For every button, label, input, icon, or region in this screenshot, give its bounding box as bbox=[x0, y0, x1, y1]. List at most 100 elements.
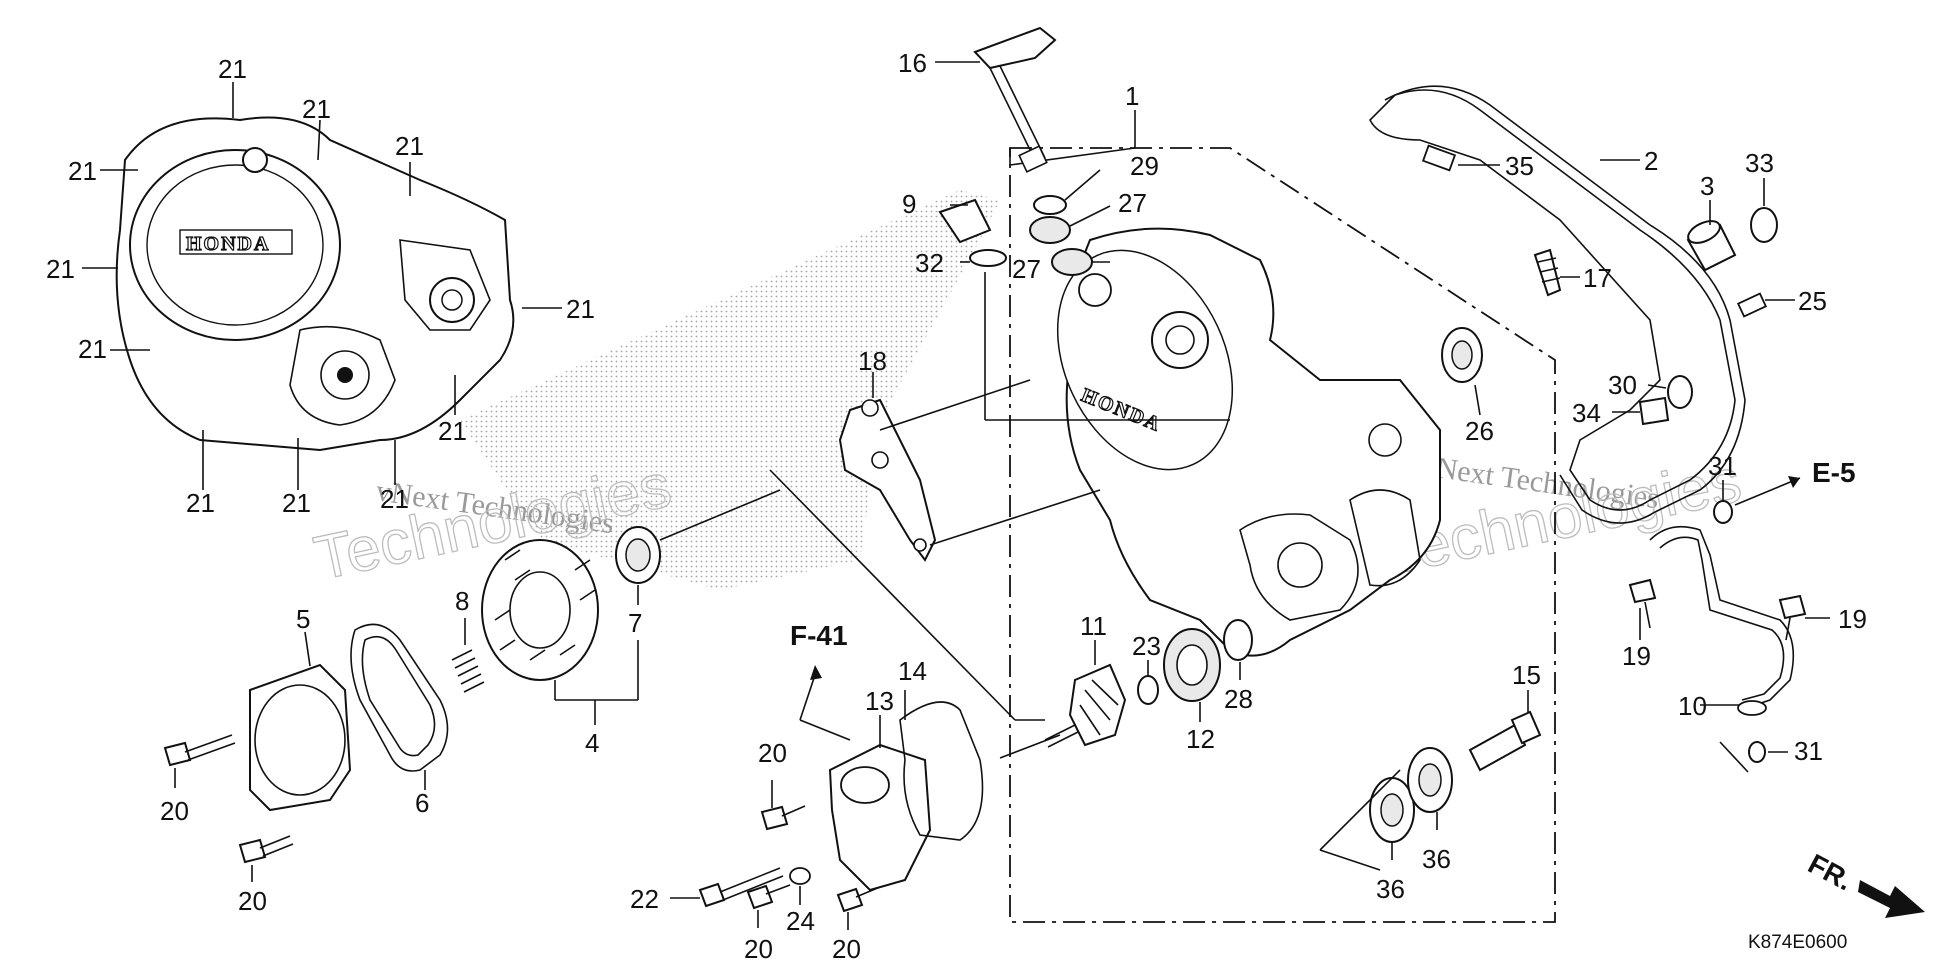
callout-23: 23 bbox=[1132, 631, 1161, 661]
callout-21: 21 bbox=[186, 488, 215, 518]
callout-19: 19 bbox=[1622, 641, 1651, 671]
part-34-dowel bbox=[1638, 396, 1670, 426]
callout-31: 31 bbox=[1794, 736, 1823, 766]
callout-20: 20 bbox=[832, 934, 861, 964]
callout-2: 2 bbox=[1644, 146, 1658, 176]
callout-32: 32 bbox=[915, 248, 944, 278]
part-19-bolt bbox=[1778, 594, 1807, 641]
callout-21: 21 bbox=[302, 94, 331, 124]
part-20-bolt bbox=[746, 884, 791, 910]
callout-13: 13 bbox=[865, 686, 894, 716]
callout-12: 12 bbox=[1186, 724, 1215, 754]
left-crankcase-cover: HONDA bbox=[115, 116, 515, 452]
callout-17: 17 bbox=[1583, 263, 1612, 293]
part-31-washer bbox=[1713, 500, 1733, 524]
part-4-filter-element bbox=[481, 539, 599, 681]
part-25-dowel bbox=[1736, 292, 1768, 318]
callout-3: 3 bbox=[1700, 171, 1714, 201]
front-direction-label: FR. bbox=[1803, 848, 1857, 897]
callout-20: 20 bbox=[238, 886, 267, 916]
callout-28: 28 bbox=[1224, 684, 1253, 714]
callout-29: 29 bbox=[1130, 151, 1159, 181]
part-28-seal bbox=[1223, 619, 1253, 661]
reference-label: F-41 bbox=[790, 620, 848, 651]
part-11-impeller bbox=[1044, 663, 1127, 748]
part-15-pump-shaft bbox=[1468, 710, 1542, 772]
part-5-filter-cover bbox=[249, 663, 352, 812]
part-23-washer bbox=[1137, 675, 1159, 705]
callout-21: 21 bbox=[566, 294, 595, 324]
callout-11: 11 bbox=[1080, 611, 1107, 641]
front-direction-arrow-icon bbox=[1858, 880, 1925, 918]
callout-21: 21 bbox=[46, 254, 75, 284]
callout-6: 6 bbox=[415, 788, 429, 818]
callout-20: 20 bbox=[744, 934, 773, 964]
callout-35: 35 bbox=[1505, 151, 1534, 181]
part-36-bearing bbox=[1369, 777, 1415, 843]
callout-26: 26 bbox=[1465, 416, 1494, 446]
part-10-oil-pipe bbox=[1649, 525, 1795, 716]
part-31-washer bbox=[1748, 741, 1766, 763]
part-18-lever bbox=[838, 398, 937, 562]
callout-19: 19 bbox=[1838, 604, 1867, 634]
part-17-plug bbox=[1533, 248, 1562, 297]
callout-10: 10 bbox=[1678, 691, 1707, 721]
part-36-bearing bbox=[1407, 747, 1453, 813]
callout-21: 21 bbox=[68, 156, 97, 186]
callout-21: 21 bbox=[218, 54, 247, 84]
callout-1: 1 bbox=[1125, 81, 1139, 111]
callout-34: 34 bbox=[1572, 398, 1601, 428]
callout-22: 22 bbox=[630, 884, 659, 914]
callout-30: 30 bbox=[1608, 370, 1637, 400]
reference-arrow-icon bbox=[1788, 476, 1800, 488]
callout-21: 21 bbox=[395, 131, 424, 161]
right-crankcase-cover: HONDA bbox=[1056, 227, 1441, 657]
part-12-water-seal bbox=[1163, 628, 1221, 702]
front-direction-indicator: FR. bbox=[1803, 848, 1925, 918]
part-9-oil-plug bbox=[938, 198, 1007, 267]
part-16-breather bbox=[973, 26, 1057, 173]
part-14-gasket bbox=[899, 701, 984, 841]
reference-arrow-icon bbox=[810, 665, 822, 680]
part-20-bolt bbox=[836, 886, 881, 913]
assembly-outline bbox=[1009, 147, 1556, 923]
callout-25: 25 bbox=[1798, 286, 1827, 316]
honda-logo-text: HONDA bbox=[186, 233, 270, 255]
callout-24: 24 bbox=[786, 906, 815, 936]
diagram-code: K874E0600 bbox=[1748, 932, 1847, 953]
callout-16: 16 bbox=[898, 48, 927, 78]
callout-18: 18 bbox=[858, 346, 887, 376]
callout-9: 9 bbox=[902, 189, 916, 219]
leader-lines-21 bbox=[82, 82, 562, 490]
callout-33: 33 bbox=[1745, 148, 1774, 178]
part-20-bolt bbox=[163, 734, 236, 767]
part-20-bolt bbox=[760, 805, 806, 831]
part-6-gasket bbox=[350, 623, 449, 772]
callout-20: 20 bbox=[758, 738, 787, 768]
callout-36: 36 bbox=[1422, 844, 1451, 874]
part-24-washer bbox=[789, 867, 811, 885]
part-13-pump-cover bbox=[828, 743, 932, 892]
callout-31: 31 bbox=[1708, 451, 1737, 481]
part-2-gasket bbox=[1369, 85, 1746, 524]
reference-label: E-5 bbox=[1812, 457, 1856, 488]
part-8-spring bbox=[451, 649, 485, 693]
callout-7: 7 bbox=[628, 608, 642, 638]
dotted-background bbox=[460, 190, 1000, 590]
part-20-bolt bbox=[238, 835, 294, 864]
part-3-collar bbox=[1686, 220, 1737, 272]
callout-21: 21 bbox=[380, 484, 409, 514]
part-29-27-seals bbox=[1029, 195, 1093, 276]
part-30-ring bbox=[1667, 375, 1693, 409]
callout-8: 8 bbox=[455, 586, 469, 616]
part-19-bolt bbox=[1628, 578, 1657, 629]
callout-36: 36 bbox=[1376, 874, 1405, 904]
callout-21: 21 bbox=[282, 488, 311, 518]
part-7-seal-ring bbox=[615, 526, 661, 584]
callout-21: 21 bbox=[78, 334, 107, 364]
part-22-bolt bbox=[698, 867, 784, 908]
callout-15: 15 bbox=[1512, 660, 1541, 690]
part-26-bearing bbox=[1441, 327, 1483, 383]
callout-27: 27 bbox=[1118, 188, 1147, 218]
